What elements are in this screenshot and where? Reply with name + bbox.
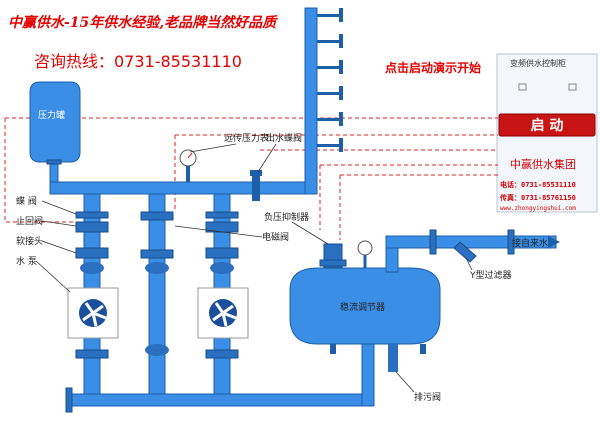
control-lines xyxy=(4,117,498,260)
tank-gauge-icon xyxy=(357,240,373,256)
indicator-light-icon xyxy=(518,83,527,91)
y-filter-icon xyxy=(453,241,477,263)
label-inlet: 接自来水 xyxy=(512,237,548,249)
label-outlet-valve: 出水蝶阀 xyxy=(266,132,302,144)
outlet-header-pipe xyxy=(49,181,313,195)
stabilizer-tank: 稳流调节器 xyxy=(289,240,441,372)
remote-gauge-icon xyxy=(179,149,197,182)
riser-pipe xyxy=(304,7,318,195)
label-solenoid-valve: 电磁阀 xyxy=(262,231,289,243)
pump-line-2 xyxy=(140,193,174,395)
slogan-text: 中赢供水-15年供水经验,老品牌当然好品质 xyxy=(8,14,278,31)
indicator-light-icon xyxy=(568,83,577,91)
start-button-label: 启 动 xyxy=(531,117,564,134)
label-flex-joint: 软接头 xyxy=(16,235,43,247)
label-suppressor: 负压抑制器 xyxy=(264,211,309,223)
callouts: 远传压力表 出水蝶阀 蝶 阀 止回阀 软接头 水 泵 电磁阀 负压抑制器 接自来… xyxy=(16,132,548,403)
label-check-valve: 止回阀 xyxy=(16,215,43,227)
label-y-filter: Y型过滤器 xyxy=(469,269,512,281)
pressure-tank: 压力罐 xyxy=(29,81,81,185)
drain-valve-icon xyxy=(388,344,398,372)
pump-line-1 xyxy=(67,193,119,395)
company-name: 中赢供水集团 xyxy=(510,157,576,171)
label-butterfly-valve: 蝶 阀 xyxy=(16,195,37,207)
start-button[interactable]: 启 动 xyxy=(498,113,596,137)
label-remote-gauge: 远传压力表 xyxy=(224,132,269,144)
website-text: www.zhongyingshui.com xyxy=(500,205,576,212)
suction-header-pipe xyxy=(71,393,375,407)
phone-text: 电话：0731-85531110 xyxy=(500,180,576,189)
pump-line-3 xyxy=(197,193,249,395)
label-pump: 水 泵 xyxy=(16,255,37,267)
cabinet-title: 变频供水控制柜 xyxy=(510,58,566,68)
riser-valves xyxy=(317,8,343,152)
pressure-tank-label: 压力罐 xyxy=(38,109,65,121)
control-cabinet: 变频供水控制柜 启 动 中赢供水集团 电话：0731-85531110 传真：0… xyxy=(496,53,598,213)
outlet-valve-icon xyxy=(250,170,262,201)
start-hint-text: 点击启动演示开始 xyxy=(385,60,481,75)
inlet-pipe xyxy=(385,229,560,273)
fax-text: 传真：0731-85761150 xyxy=(499,193,576,202)
stabilizer-tank-label: 稳流调节器 xyxy=(340,301,385,313)
hotline-text: 咨询热线：0731-85531110 xyxy=(34,52,242,71)
label-drain-valve: 排污阀 xyxy=(414,391,441,403)
